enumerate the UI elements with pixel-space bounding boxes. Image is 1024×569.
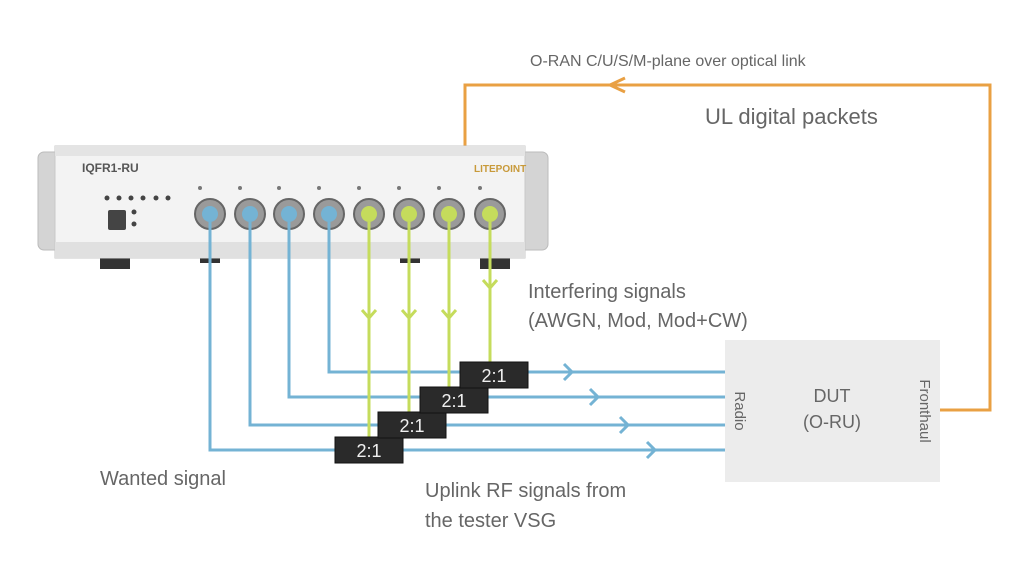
label-interfering-1: Interfering signals <box>528 281 686 303</box>
optical-link <box>463 76 992 412</box>
combiner-box <box>377 411 447 439</box>
connector-cable-end <box>401 206 417 222</box>
combiner-label: 2:1 <box>481 366 506 386</box>
port-label-mark <box>437 186 441 190</box>
port-label-mark <box>277 186 281 190</box>
dut-radio-port: Radio <box>731 391 748 430</box>
dut-fronthaul-port: Fronthaul <box>916 379 933 442</box>
wanted-signal-line <box>287 222 725 399</box>
dut-subtitle: (O-RU) <box>803 412 861 432</box>
combiner-2-1: 2:1 <box>377 411 447 439</box>
port-label-mark <box>238 186 242 190</box>
label-wanted: Wanted signal <box>100 468 226 490</box>
combiner-label: 2:1 <box>441 391 466 411</box>
port-label-mark <box>317 186 321 190</box>
connector-cable-end <box>361 206 377 222</box>
wanted-signal-line <box>248 222 725 427</box>
label-uplink-1: Uplink RF signals from <box>425 480 626 502</box>
label-uplink-2: the tester VSG <box>425 510 556 532</box>
label-interfering-2: (AWGN, Mod, Mod+CW) <box>528 310 748 332</box>
label-ul-packets: UL digital packets <box>705 104 878 129</box>
arrow-down-icon <box>440 309 458 321</box>
wanted-signal-line <box>327 222 725 374</box>
combiner-2-1: 2:1 <box>334 436 404 464</box>
arrow-right-icon <box>562 362 575 382</box>
combiner-box <box>419 386 489 414</box>
port-label-mark <box>198 186 202 190</box>
connector-cable-end <box>242 206 258 222</box>
wanted-signal-line <box>208 222 725 452</box>
connector-cable-end <box>202 206 218 222</box>
arrow-down-icon <box>481 279 499 291</box>
rf-connectors <box>194 186 506 230</box>
connector-cable-end <box>321 206 337 222</box>
label-optical-link: O-RAN C/U/S/M-plane over optical link <box>530 53 807 70</box>
port-label-mark <box>478 186 482 190</box>
tester-device: IQFR1-RU LITEPOINT <box>37 145 549 269</box>
combiner-label: 2:1 <box>399 416 424 436</box>
combiner-2-1: 2:1 <box>419 386 489 414</box>
dut-title: DUT <box>814 386 851 406</box>
power-button <box>108 210 126 230</box>
dut-box: DUT (O-RU) Radio Fronthaul <box>725 340 940 482</box>
combiners: 2:1 2:1 2:1 2:1 <box>334 361 529 464</box>
arrow-down-icon <box>360 309 378 321</box>
device-model: IQFR1-RU <box>82 161 139 175</box>
arrow-down-icon <box>400 309 418 321</box>
connector-cable-end <box>281 206 297 222</box>
arrow-right-icon <box>645 440 658 460</box>
combiner-2-1: 2:1 <box>459 361 529 389</box>
combiner-box <box>459 361 529 389</box>
combiner-label: 2:1 <box>356 441 381 461</box>
connector-cable-end <box>441 206 457 222</box>
arrow-right-icon <box>588 387 601 407</box>
arrow-left-icon <box>606 76 626 94</box>
combiner-box <box>334 436 404 464</box>
brand-logo: LITEPOINT <box>474 164 526 175</box>
arrow-right-icon <box>618 415 631 435</box>
signal-lines <box>208 222 725 460</box>
port-label-mark <box>357 186 361 190</box>
port-label-mark <box>397 186 401 190</box>
connector-cable-end <box>482 206 498 222</box>
